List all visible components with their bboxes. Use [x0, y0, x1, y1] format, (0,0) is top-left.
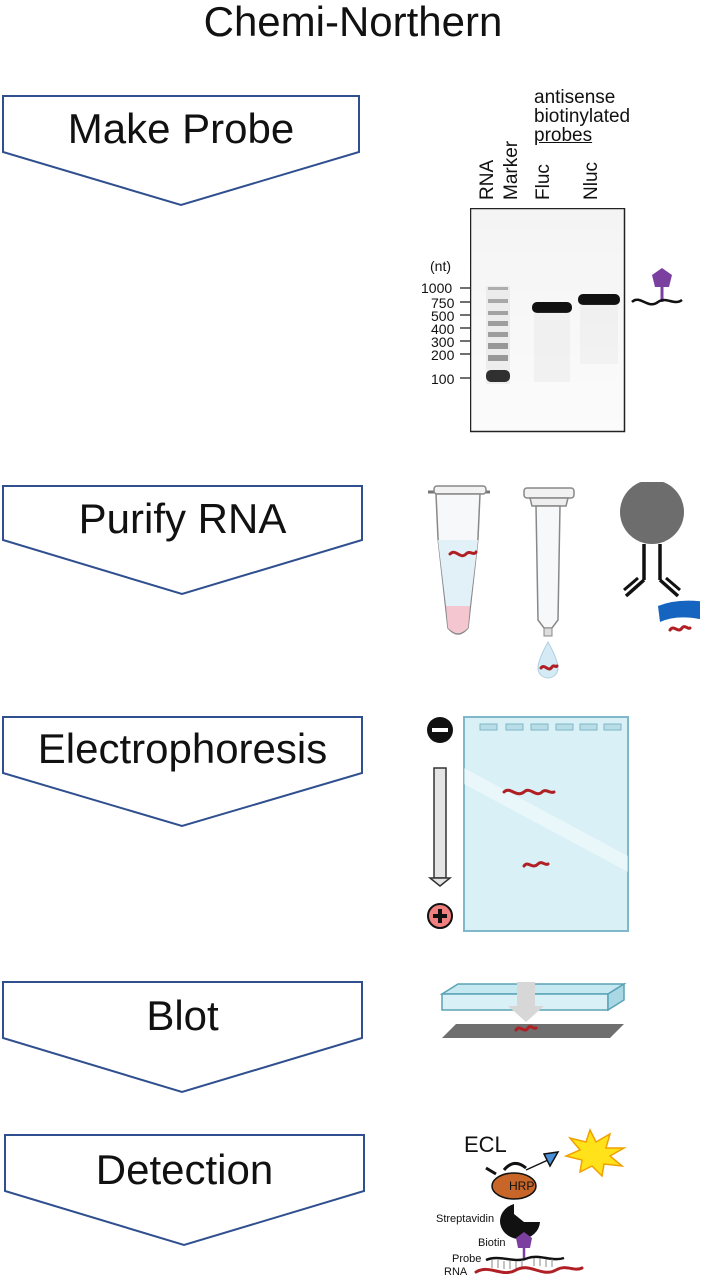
- step-label-detection: Detection: [95, 1146, 274, 1193]
- purify-rna-illustrations: [428, 482, 700, 679]
- lane-label-fluc: Fluc: [533, 164, 554, 200]
- microtube-icon: [428, 485, 490, 635]
- electrophoresis-illustration: [427, 716, 629, 932]
- lane-label-marker: Marker: [501, 140, 522, 200]
- marker-ladder-bands: [486, 287, 510, 382]
- spin-column-icon: [523, 487, 575, 679]
- biotin-probe-icon: [631, 268, 683, 306]
- ladder-1000: 1000: [421, 280, 453, 296]
- step-arrow-detection: [4, 1134, 365, 1247]
- biotin-label: Biotin: [478, 1237, 506, 1249]
- ladder-500: 500: [431, 308, 455, 324]
- gel-image: [470, 208, 626, 433]
- ladder-200: 200: [431, 347, 455, 363]
- bead-antibody-icon: [620, 482, 700, 632]
- ecl-label: ECL: [464, 1132, 507, 1157]
- ecl-burst-icon: [563, 1128, 627, 1178]
- page-title: Chemi-Northern: [203, 0, 503, 45]
- ladder-750: 750: [431, 295, 455, 311]
- migration-arrow-icon: [427, 767, 453, 887]
- ladder-300: 300: [431, 334, 455, 350]
- lane-label-nluc: Nluc: [581, 161, 602, 200]
- step-label-make-probe: Make Probe: [67, 105, 295, 152]
- ladder-400: 400: [431, 321, 455, 337]
- positive-electrode-icon: [427, 903, 453, 929]
- nluc-band: [578, 294, 620, 305]
- streptavidin-label: Streptavidin: [436, 1213, 495, 1225]
- gel-header-probes: probes: [534, 125, 593, 146]
- step-arrow-purify-rna: [2, 485, 363, 596]
- ladder-100: 100: [431, 371, 455, 387]
- biotin-icon: [516, 1232, 532, 1248]
- detection-illustration: [474, 1128, 627, 1275]
- step-arrow-electrophoresis: [2, 716, 363, 828]
- step-label-electrophoresis: Electrophoresis: [37, 725, 328, 772]
- hrp-label: HRP: [509, 1179, 535, 1193]
- gel-header-biotinylated: biotinylated: [534, 106, 631, 127]
- step-label-purify-rna: Purify RNA: [78, 495, 287, 542]
- rna-label: RNA: [444, 1266, 468, 1278]
- lane-label-rna: RNA: [477, 159, 498, 200]
- ladder-unit: (nt): [430, 258, 451, 274]
- step-arrow-make-probe: [1, 95, 360, 207]
- probe-label: Probe: [452, 1253, 482, 1265]
- gel-header-antisense: antisense: [534, 87, 616, 108]
- gel-slab: [463, 716, 629, 932]
- blot-illustration: [439, 982, 627, 1038]
- ladder-ticks: [460, 287, 470, 379]
- hrp-enzyme: [491, 1172, 537, 1200]
- step-arrow-blot: [2, 981, 363, 1094]
- fluc-band: [532, 302, 572, 313]
- streptavidin-shape: [500, 1204, 540, 1240]
- negative-electrode-icon: [427, 717, 453, 743]
- step-label-blot: Blot: [146, 992, 219, 1039]
